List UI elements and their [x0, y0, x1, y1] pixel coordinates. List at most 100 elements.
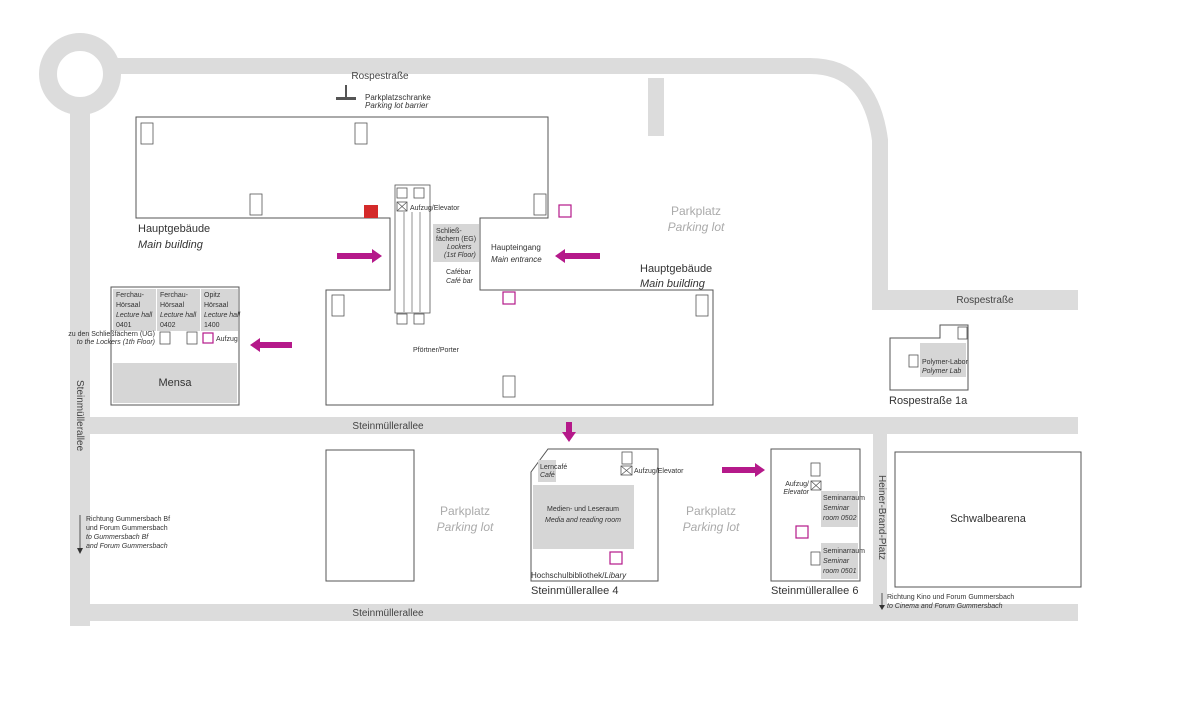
lockers-line3: Lockers [447, 244, 472, 251]
stairs-icon [354, 122, 368, 145]
hall-3-line2: Hörsaal [204, 302, 229, 309]
arena-label: Schwalbearena [950, 513, 1027, 525]
stairs-icon [140, 122, 154, 145]
dir-right-line2: to Cinema and Forum Gummersbach [887, 603, 1003, 610]
stairs-icon [957, 326, 968, 340]
stairs-icon [810, 462, 821, 477]
rospe1a-label: Rospestraße 1a [889, 395, 968, 407]
polymer-building [889, 324, 969, 391]
dir-left-line4: and Forum Gummersbach [86, 543, 168, 550]
hall-2-line1: Ferchau- [160, 292, 189, 299]
seminar-room-0502 [821, 491, 858, 527]
lecture-hall [113, 289, 156, 331]
hall-2-line4: 0402 [160, 322, 176, 329]
hall-2-line3: Lecture hall [160, 312, 197, 319]
stairs-icon [533, 193, 547, 216]
road-steinmuellerallee-mid [70, 417, 1078, 434]
sem2-line2: Seminar [823, 558, 850, 565]
hall-2-line2: Hörsaal [160, 302, 185, 309]
street-steinmuellerallee-bottom: Steinmüllerallee [352, 608, 424, 619]
hall-1-line2: Hörsaal [116, 302, 141, 309]
stairs-icon [159, 331, 171, 345]
stairs-icons [140, 122, 709, 398]
dir-left-line2: und Forum Gummersbach [86, 525, 168, 532]
barrier-icon [336, 97, 356, 100]
lockers-line4: (1st Floor) [444, 252, 476, 259]
library-building [530, 448, 659, 582]
sem1-line1: Seminarraum [823, 495, 865, 502]
entrance-label: Haupteingang [491, 243, 541, 252]
main-building-left-label: Hauptgebäude [138, 223, 210, 235]
arrow-right-icon [722, 463, 765, 477]
b6-elevator-label-en: Elevator [783, 489, 809, 496]
stairs-icon [396, 187, 408, 199]
hall-3-line1: Opitz [204, 292, 221, 299]
parking-top-label-en: Parking lot [668, 220, 725, 234]
media-reading-room [533, 485, 634, 549]
stairs-icon [331, 294, 345, 317]
media-room-label-en: Media and reading room [545, 517, 621, 524]
dir-left-line3: to Gummersbach Bf [86, 534, 149, 541]
wheelchair-icon [609, 551, 623, 565]
road-steinmuellerallee-left [70, 100, 90, 626]
lockers-room [433, 224, 479, 262]
polymer-lab-room [920, 343, 966, 377]
stairs-icon [810, 551, 821, 566]
roundabout [39, 33, 121, 115]
stairs-icon [908, 354, 919, 368]
to-lockers-label: zu den Schließfächern (UG) [68, 331, 155, 338]
lecture-hall [201, 289, 238, 331]
parking-structure [325, 449, 415, 582]
cafebar-label: Cafébar [446, 269, 472, 276]
mensa-building [110, 286, 240, 406]
seminar-room-0501 [821, 543, 858, 579]
road-steinmuellerallee-bottom [70, 604, 1078, 621]
mensa-label: Mensa [158, 377, 192, 389]
hall-3-line3: Lecture hall [204, 312, 241, 319]
entrance-label-en: Main entrance [491, 255, 542, 264]
wheelchair-icon [202, 332, 214, 344]
wheelchair-icon [502, 291, 516, 305]
lockers-line2: fächern (EG) [436, 236, 476, 243]
lockers-line1: Schließ- [436, 228, 462, 235]
learning-cafe-label: Lerncafé [540, 464, 567, 471]
elevator-main-label: Aufzug/Elevator [410, 205, 460, 212]
road-heiner-brand-platz [873, 434, 887, 604]
stairs-icon [186, 331, 198, 345]
mensa-room [113, 363, 237, 403]
dir-right-line1: Richtung Kino und Forum Gummersbach [887, 594, 1014, 601]
main-building-right-label: Hauptgebäude [640, 263, 712, 275]
elevator-small-label: Aufzug [216, 336, 238, 343]
main-building-right-label-en: Main building [640, 278, 706, 290]
arrow-left-icon [250, 338, 292, 352]
cafebar-label-en: Café bar [446, 278, 474, 285]
wheelchair-icon [558, 204, 572, 218]
road-rospestrasse-right [873, 290, 1078, 310]
arena-building [894, 451, 1082, 588]
hall-1-line1: Ferchau- [116, 292, 145, 299]
stairs-icon [396, 313, 408, 325]
polymer-label: Polymer-Labor [922, 359, 969, 366]
stairs-icon [695, 294, 709, 317]
road-spur-top [648, 78, 664, 136]
sem2-line1: Seminarraum [823, 548, 865, 555]
parking-mid-label-en: Parking lot [437, 520, 494, 534]
library-address: Steinmüllerallee 4 [531, 585, 618, 597]
to-lockers-label-en: to the Lockers (1th Floor) [77, 339, 155, 346]
hall-1-line4: 0401 [116, 322, 132, 329]
stairs-icon [502, 375, 516, 398]
building-6 [770, 448, 861, 582]
arrow-left-icon [555, 249, 600, 263]
street-steinmuellerallee-left: Steinmüllerallee [74, 380, 85, 452]
media-room-label: Medien- und Leseraum [547, 506, 619, 513]
arrow-right-icon [337, 249, 382, 263]
barrier-label-en: Parking lot barrier [365, 101, 428, 110]
street-steinmuellerallee-mid: Steinmüllerallee [352, 421, 424, 432]
stairs-icon [413, 187, 425, 199]
library-elevator-label: Aufzug/Elevator [634, 468, 684, 475]
building6-address: Steinmüllerallee 6 [771, 585, 858, 597]
roads [39, 33, 1078, 626]
learning-cafe-room [538, 460, 556, 482]
fire-extinguisher-icon [364, 205, 378, 218]
